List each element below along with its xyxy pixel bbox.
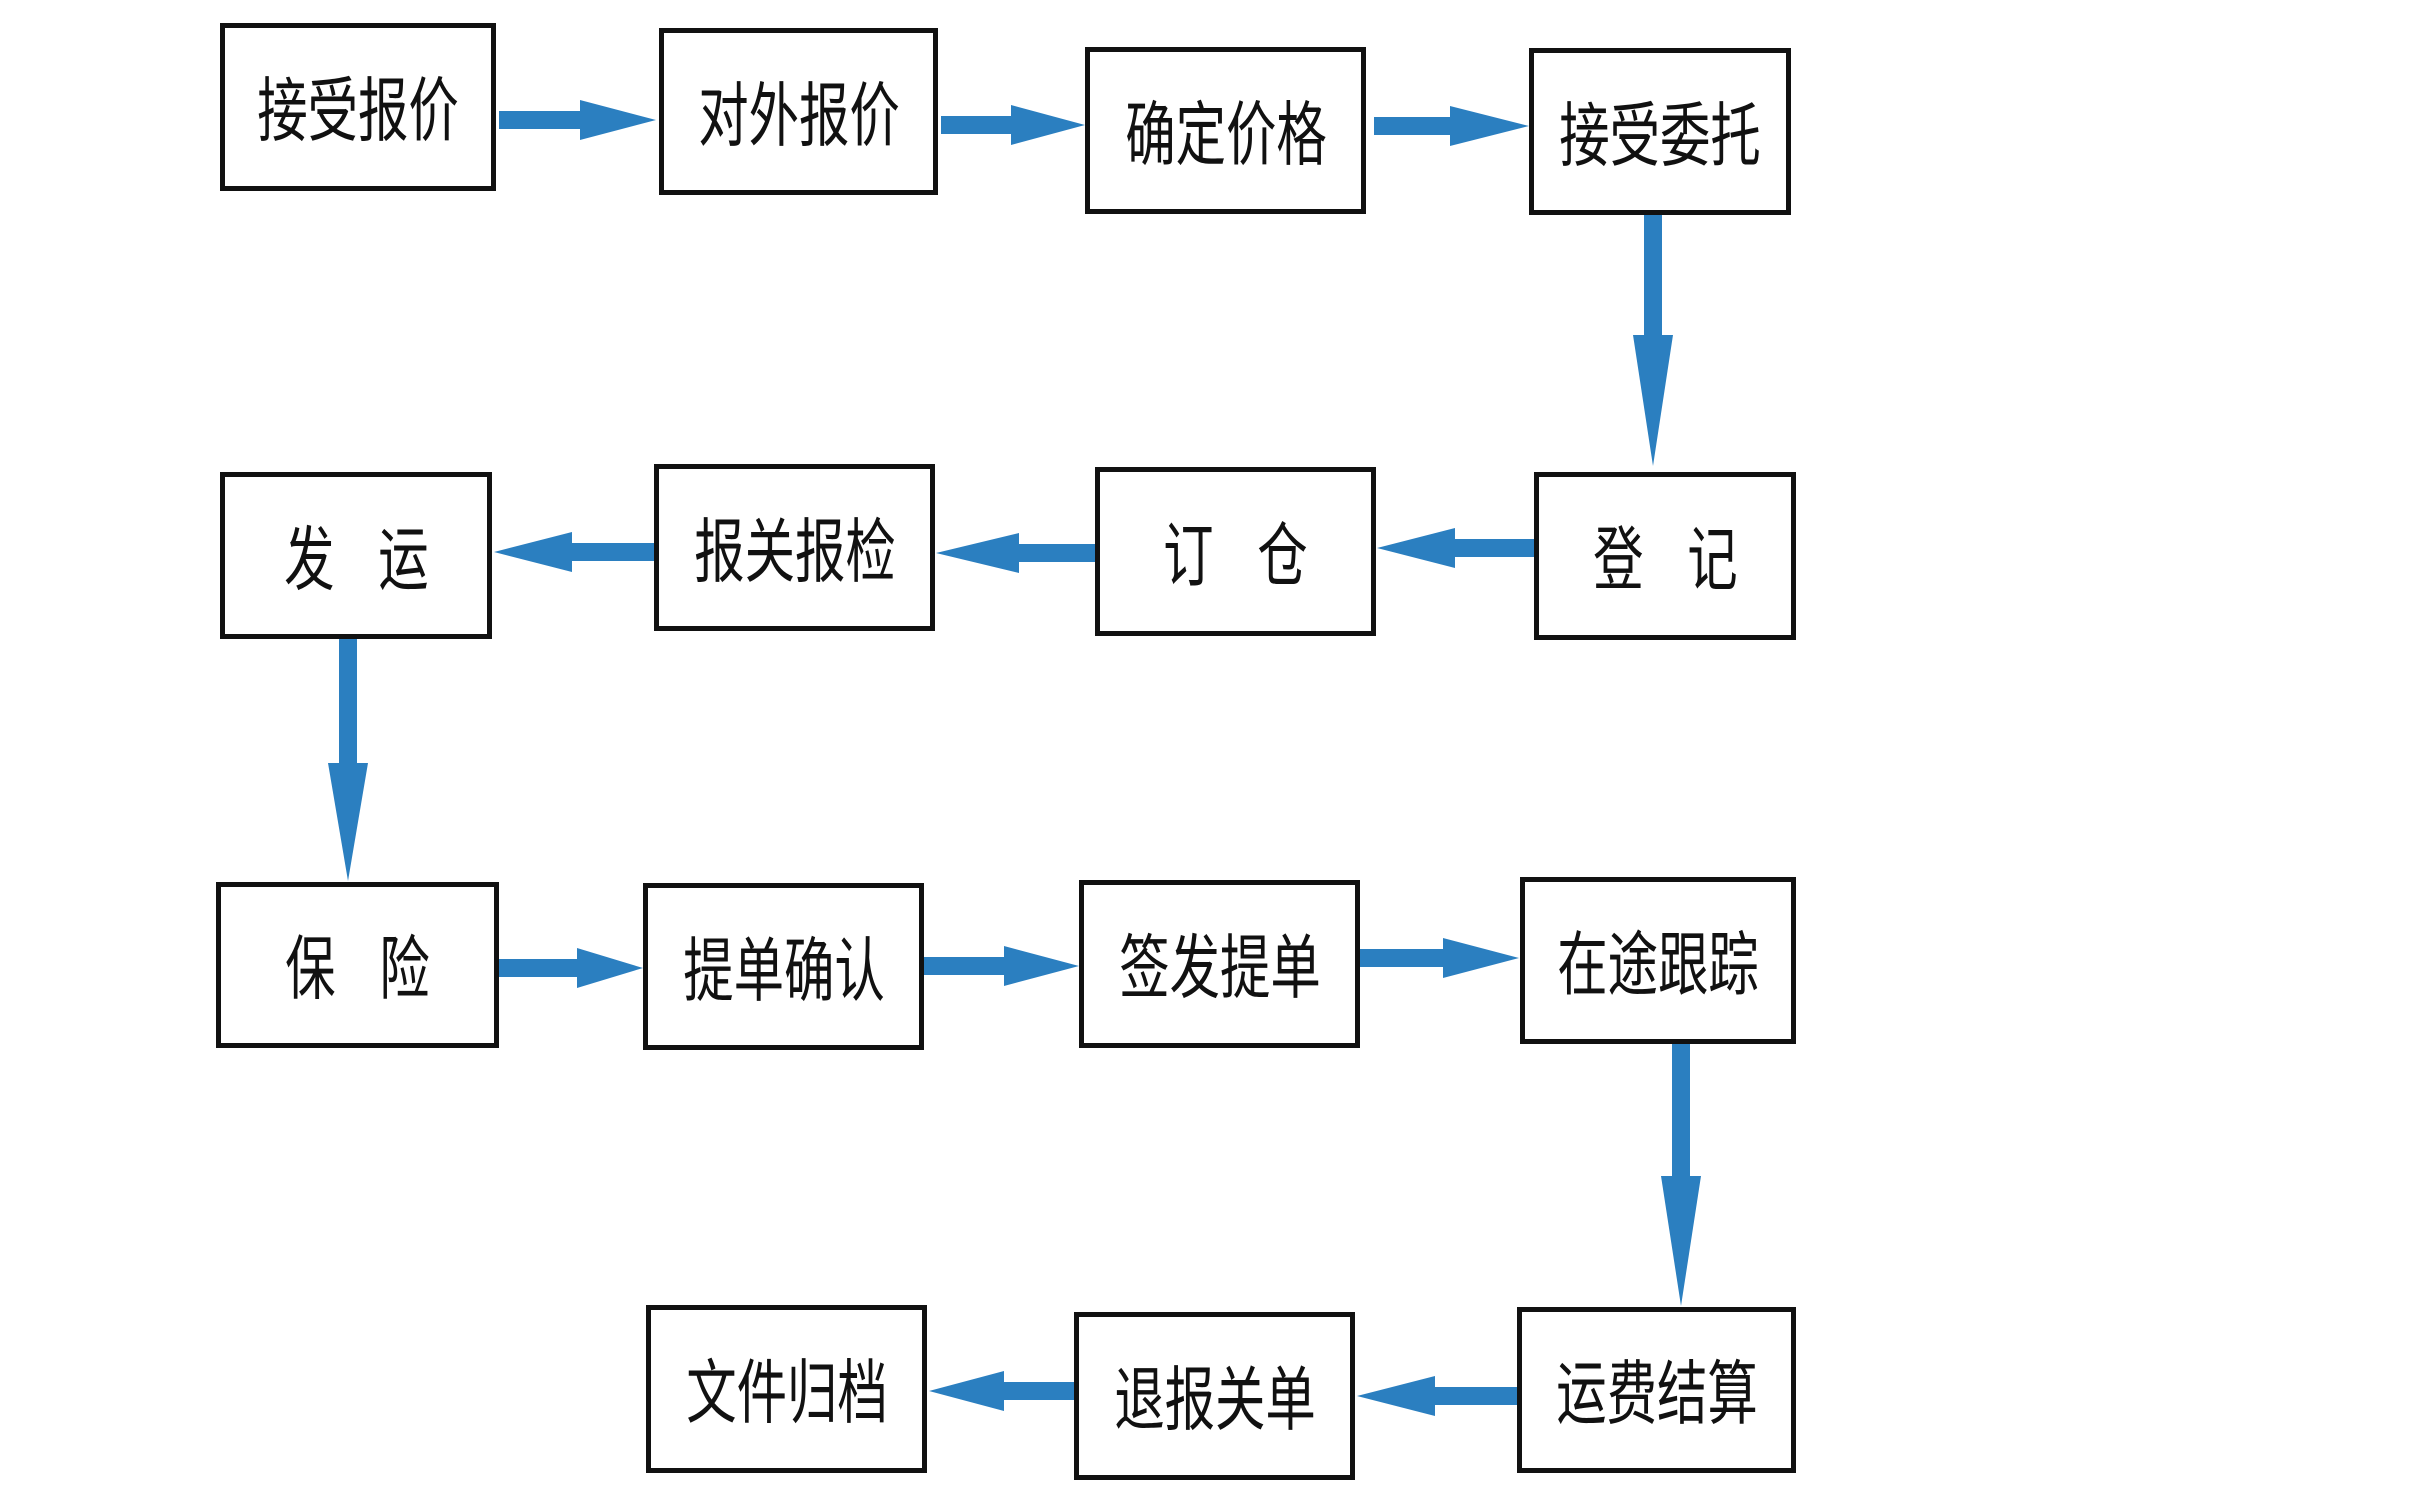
- step-accept-entrustment: 接受委托: [1529, 48, 1791, 215]
- arrow-bl-confirmation-to-issue-bl: [924, 946, 1079, 986]
- step-freight-settlement: 运费结算: [1517, 1307, 1796, 1473]
- arrow-receive-quote-to-external-quote: [499, 100, 656, 140]
- step-in-transit-tracking: 在途跟踪: [1520, 877, 1796, 1044]
- arrow-book-space-to-customs-inspection: [936, 533, 1095, 573]
- step-label: 对外报价: [697, 74, 900, 157]
- arrow-shipment-to-insurance: [328, 639, 368, 881]
- arrow-external-quote-to-confirm-price: [941, 105, 1085, 145]
- step-label: 运费结算: [1555, 1353, 1758, 1435]
- step-label: 退报关单: [1113, 1359, 1316, 1441]
- arrow-confirm-price-to-accept-entrustment: [1374, 106, 1529, 146]
- arrow-insurance-to-bl-confirmation: [499, 948, 643, 988]
- arrow-customs-inspection-to-shipment: [494, 532, 654, 572]
- step-label: 接受报价: [257, 70, 459, 152]
- step-return-customs-doc: 退报关单: [1074, 1312, 1355, 1480]
- step-label: 提单确认: [682, 929, 885, 1012]
- step-receive-quote: 接受报价: [220, 23, 496, 191]
- step-issue-bl: 签发提单: [1079, 880, 1360, 1048]
- step-label: 保 险: [285, 928, 430, 1010]
- step-bl-confirmation: 提单确认: [643, 883, 924, 1050]
- arrow-freight-settlement-to-return-customs-doc: [1357, 1376, 1517, 1416]
- step-label: 发 运: [283, 518, 429, 601]
- arrow-return-customs-doc-to-file-archiving: [929, 1371, 1074, 1411]
- step-label: 确定价格: [1124, 93, 1327, 176]
- step-label: 订 仓: [1163, 514, 1308, 597]
- step-insurance: 保 险: [216, 882, 499, 1048]
- step-label: 在途跟踪: [1557, 923, 1759, 1006]
- step-external-quote: 对外报价: [659, 28, 938, 195]
- step-label: 签发提单: [1118, 927, 1321, 1009]
- step-label: 接受委托: [1559, 94, 1761, 177]
- arrow-accept-entrustment-to-registration: [1633, 215, 1673, 466]
- step-label: 报关报检: [693, 510, 896, 593]
- step-confirm-price: 确定价格: [1085, 47, 1366, 214]
- step-label: 登 记: [1592, 519, 1738, 601]
- step-customs-inspection: 报关报检: [654, 464, 935, 631]
- arrow-issue-bl-to-in-transit-tracking: [1360, 938, 1519, 978]
- step-registration: 登 记: [1534, 472, 1796, 640]
- step-label: 文件归档: [685, 1352, 888, 1434]
- arrow-registration-to-book-space: [1377, 528, 1534, 568]
- step-file-archiving: 文件归档: [646, 1305, 927, 1473]
- step-shipment: 发 运: [220, 472, 492, 639]
- step-book-space: 订 仓: [1095, 467, 1376, 636]
- arrow-in-transit-tracking-to-freight-settlement: [1661, 1044, 1701, 1306]
